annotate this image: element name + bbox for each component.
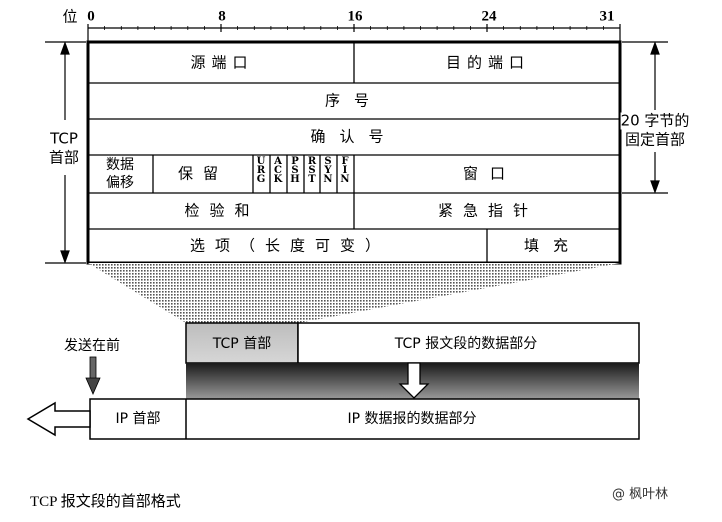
transmission-direction-arrow xyxy=(26,401,91,437)
projection-funnel xyxy=(88,263,620,323)
source-port-field: 源端口 xyxy=(190,53,254,72)
fixed-header-label-line2: 固定首部 xyxy=(624,130,686,149)
bit-axis xyxy=(87,24,621,42)
fixed-header-label-line1: 20 字节的 xyxy=(620,111,690,130)
send-first-arrow xyxy=(85,356,101,395)
options-field: 选项（长度可变） xyxy=(189,236,391,255)
ack-number-field: 确认号 xyxy=(310,127,398,146)
reserved-field: 保留 xyxy=(177,164,229,183)
left-dimension-arrow xyxy=(45,41,86,264)
tcp-header-segment: TCP 首部 xyxy=(212,336,272,352)
tcp-header-label-line2: 首部 xyxy=(48,148,80,167)
bit-tick-24: 24 xyxy=(481,8,497,25)
encapsulation-arrow xyxy=(398,362,430,399)
tcp-data-segment: TCP 报文段的数据部分 xyxy=(394,336,538,352)
ip-data-segment: IP 数据报的数据部分 xyxy=(347,411,477,427)
sequence-number-field: 序号 xyxy=(324,91,384,110)
dest-port-field: 目的端口 xyxy=(445,53,531,72)
bit-tick-16: 16 xyxy=(347,8,363,25)
data-offset-line1: 数据 xyxy=(106,157,134,173)
bit-tick-31: 31 xyxy=(599,8,615,25)
right-dimension-arrow xyxy=(622,41,668,194)
tcp-header-label-line1: TCP xyxy=(50,129,78,148)
header-table xyxy=(86,40,622,265)
ip-header-segment: IP 首部 xyxy=(115,411,161,427)
padding-field: 填充 xyxy=(523,236,583,255)
checksum-field: 检验和 xyxy=(184,201,260,220)
data-offset-line2: 偏移 xyxy=(106,175,134,191)
watermark: @ 枫叶林 xyxy=(612,487,669,502)
ip-datagram-bar xyxy=(89,398,640,440)
bit-axis-label: 位 xyxy=(62,7,78,26)
bit-tick-8: 8 xyxy=(218,8,226,25)
urgent-pointer-field: 紧急指针 xyxy=(437,201,539,220)
bit-tick-0: 0 xyxy=(87,8,95,25)
window-field: 窗口 xyxy=(462,164,518,183)
figure-caption: TCP 报文段的首部格式 xyxy=(30,494,181,510)
send-first-label: 发送在前 xyxy=(64,338,120,354)
